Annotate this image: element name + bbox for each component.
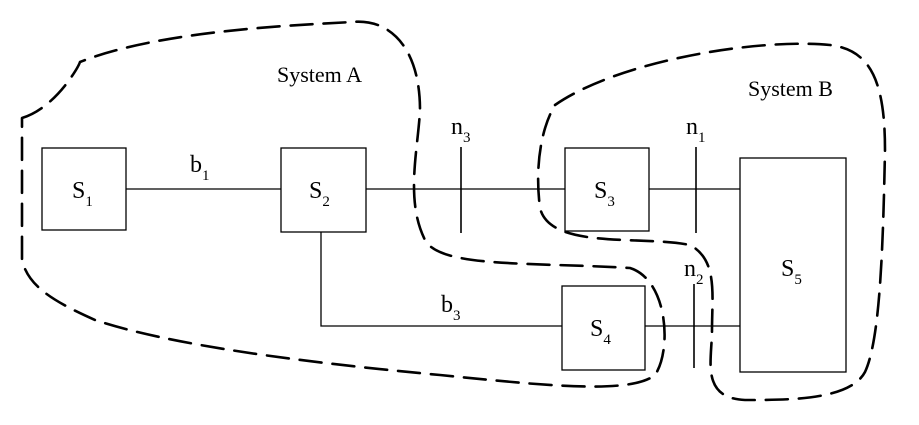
- node-s1-label: S1: [72, 178, 93, 210]
- system-b-label: System B: [748, 76, 833, 101]
- wire-b3: [320, 232, 562, 327]
- link-n3-label: n3: [451, 114, 471, 146]
- link-b3-label: b3: [441, 292, 461, 324]
- system-b-boundary: [536, 42, 887, 402]
- node-s2-box: [280, 147, 367, 233]
- node-s1-box: [41, 147, 127, 231]
- node-s4-label: S4: [590, 316, 611, 348]
- node-s2-label: S2: [309, 178, 330, 210]
- link-n2-label: n2: [684, 256, 704, 288]
- node-s5-label: S5: [781, 256, 802, 288]
- link-n1-label: n1: [686, 114, 706, 146]
- system-a-label: System A: [277, 62, 362, 87]
- node-s3-label: S3: [594, 178, 615, 210]
- link-b1-label: b1: [190, 152, 210, 184]
- node-s3-box: [564, 147, 650, 232]
- node-s5-box: [739, 157, 847, 373]
- system-a-boundary: [20, 20, 666, 388]
- node-s4-box: [561, 285, 646, 371]
